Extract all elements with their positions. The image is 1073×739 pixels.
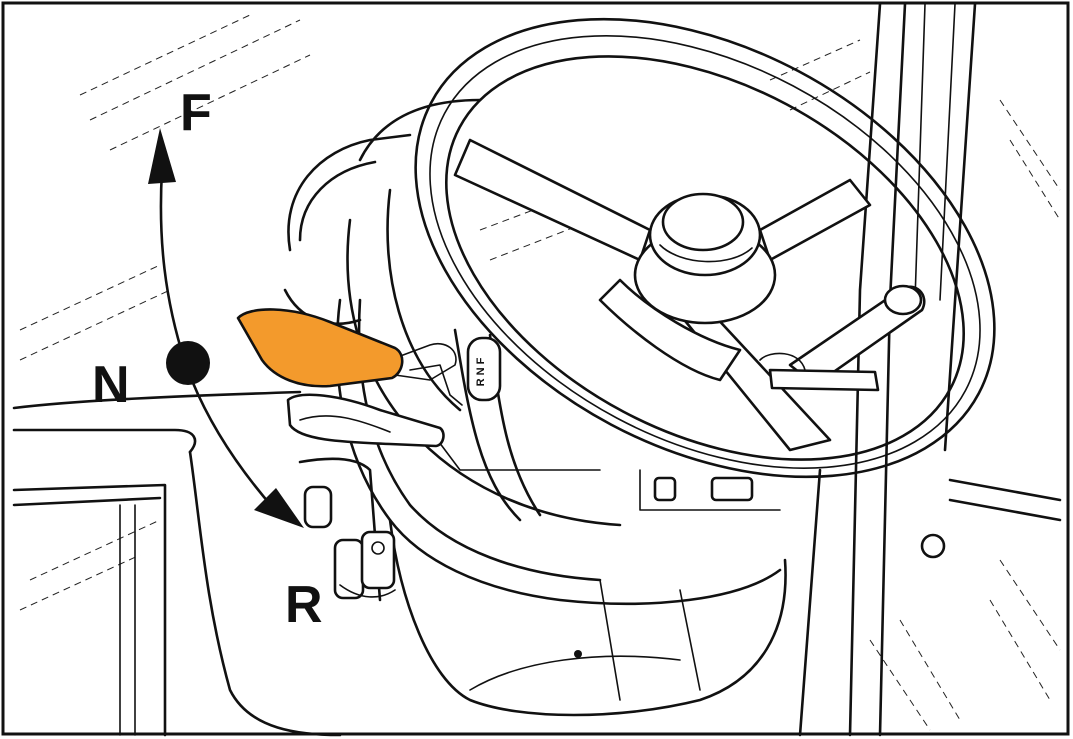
steering-wheel <box>414 17 996 479</box>
window-hatching <box>19 14 1061 731</box>
switch-panel <box>298 457 396 602</box>
forward-arrowhead <box>148 128 176 184</box>
neutral-point <box>166 341 210 385</box>
left-console <box>12 390 342 737</box>
column-marking-text: R N F <box>475 357 487 386</box>
shuttle-lever <box>236 308 463 406</box>
label-reverse: R <box>285 576 323 634</box>
reverse-arrowhead <box>254 488 304 528</box>
direction-arrow <box>148 128 304 528</box>
direction-marking: R N F <box>466 336 502 402</box>
label-neutral: N <box>92 356 130 414</box>
shuttle-lever-handle-highlighted <box>236 308 404 388</box>
label-forward: F <box>180 84 212 142</box>
lower-lever <box>286 393 445 448</box>
right-stalk-lever <box>759 284 926 392</box>
